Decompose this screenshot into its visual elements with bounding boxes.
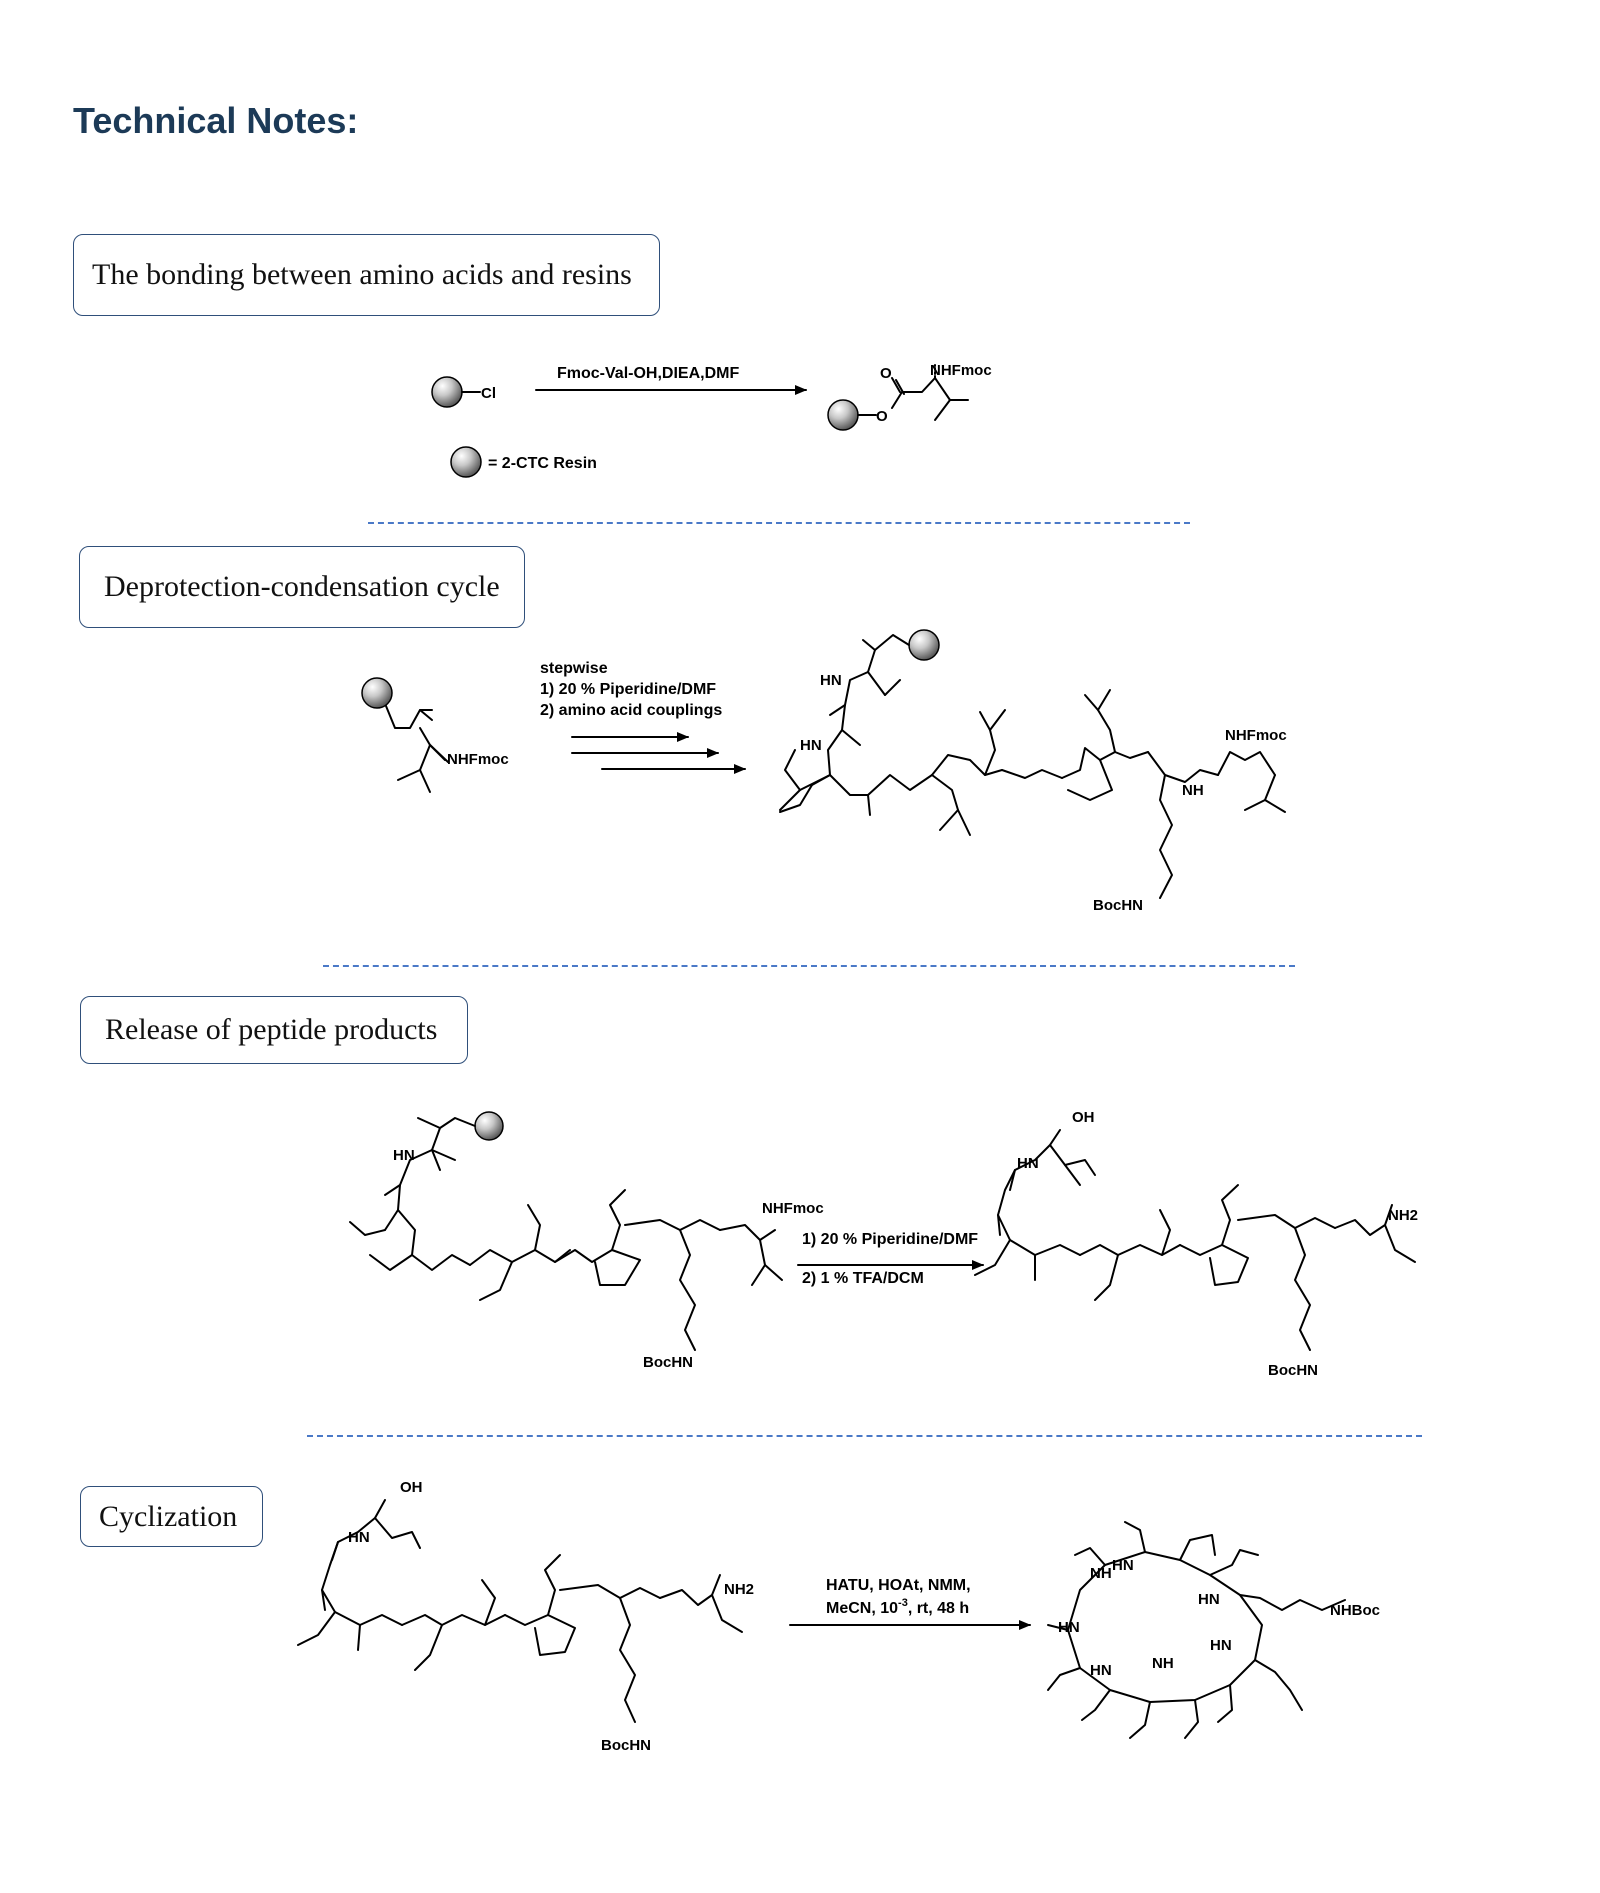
- resin-bead-release-icon: [474, 1111, 504, 1141]
- cond2-line3: 2) amino acid couplings: [540, 702, 722, 719]
- resin-bead-peptide-icon: [908, 629, 940, 661]
- chlorine-label: Cl: [481, 385, 496, 402]
- product3-nh2-label: NH2: [1388, 1207, 1418, 1224]
- start4-oh-label: OH: [400, 1479, 423, 1496]
- start4-bochn-label: BocHN: [601, 1737, 651, 1754]
- reagents-label-1: Fmoc-Val-OH,DIEA,DMF: [557, 365, 739, 382]
- divider-1: [368, 522, 1190, 524]
- section-bonding-label: The bonding between amino acids and resi…: [92, 258, 632, 291]
- section2-scheme: [361, 629, 1286, 899]
- divider-2: [323, 965, 1295, 967]
- svg-text:HN: HN: [348, 1529, 370, 1546]
- product3-oh-label: OH: [1072, 1109, 1095, 1126]
- resin-legend-icon: [450, 446, 482, 478]
- cond4-line1: HATU, HOAt, NMM,: [826, 1577, 971, 1594]
- svg-text:O: O: [876, 408, 888, 425]
- svg-text:O: O: [880, 365, 892, 382]
- section-release-box: Release of peptide products: [80, 996, 468, 1064]
- product2-nhfmoc-label: NHFmoc: [1225, 727, 1287, 744]
- section-release-label: Release of peptide products: [105, 1013, 438, 1046]
- section-deprotection-box: Deprotection-condensation cycle: [79, 546, 525, 628]
- cond4-line2a: MeCN, 10: [826, 1600, 898, 1617]
- page-title: Technical Notes:: [73, 100, 359, 141]
- section-bonding-box: The bonding between amino acids and resi…: [73, 234, 660, 316]
- product4-nhboc-label: NHBoc: [1330, 1602, 1380, 1619]
- resin-bead-icon: [431, 376, 463, 408]
- section-deprotection-label: Deprotection-condensation cycle: [104, 570, 500, 603]
- divider-3: [307, 1435, 1422, 1437]
- cond2-line2: 1) 20 % Piperidine/DMF: [540, 681, 716, 698]
- product3-bochn-label: BocHN: [1268, 1362, 1318, 1379]
- cond2-line1: stepwise: [540, 660, 608, 677]
- section4-scheme: [297, 1499, 1346, 1739]
- product2-bochn-label: BocHN: [1093, 897, 1143, 914]
- start3-nhfmoc-label: NHFmoc: [762, 1200, 824, 1217]
- svg-text:MeCN, 10-3, rt, 48 h: MeCN, 10-3, rt, 48 h: [826, 1597, 969, 1617]
- svg-text:HN: HN: [1058, 1619, 1080, 1636]
- section1-scheme: [431, 364, 969, 478]
- cond4-exponent: -3: [898, 1597, 908, 1609]
- cond3-line1: 1) 20 % Piperidine/DMF: [802, 1231, 978, 1248]
- svg-text:HN: HN: [820, 672, 842, 689]
- cond4-line2b: , rt, 48 h: [908, 1600, 969, 1617]
- section-cyclization-box: Cyclization: [80, 1486, 263, 1547]
- product1-nhfmoc-label: NHFmoc: [930, 362, 992, 379]
- svg-text:NH: NH: [1090, 1565, 1112, 1582]
- svg-text:HN: HN: [1210, 1637, 1232, 1654]
- resin-legend-label: = 2-CTC Resin: [488, 455, 597, 472]
- svg-text:HN: HN: [1090, 1662, 1112, 1679]
- svg-text:HN: HN: [1198, 1591, 1220, 1608]
- resin-bead-product-icon: [827, 399, 859, 431]
- start4-nh2-label: NH2: [724, 1581, 754, 1598]
- svg-text:HN: HN: [800, 737, 822, 754]
- start2-nhfmoc-label: NHFmoc: [447, 751, 509, 768]
- start3-bochn-label: BocHN: [643, 1354, 693, 1371]
- svg-text:HN: HN: [1017, 1155, 1039, 1172]
- resin-bead-start-icon: [361, 677, 393, 709]
- cond3-line2: 2) 1 % TFA/DCM: [802, 1270, 924, 1287]
- section3-scheme: [349, 1111, 1416, 1351]
- svg-text:HN: HN: [393, 1147, 415, 1164]
- svg-text:NH: NH: [1182, 782, 1204, 799]
- section-cyclization-label: Cyclization: [99, 1499, 238, 1533]
- svg-text:NH: NH: [1152, 1655, 1174, 1672]
- svg-text:HN: HN: [1112, 1557, 1134, 1574]
